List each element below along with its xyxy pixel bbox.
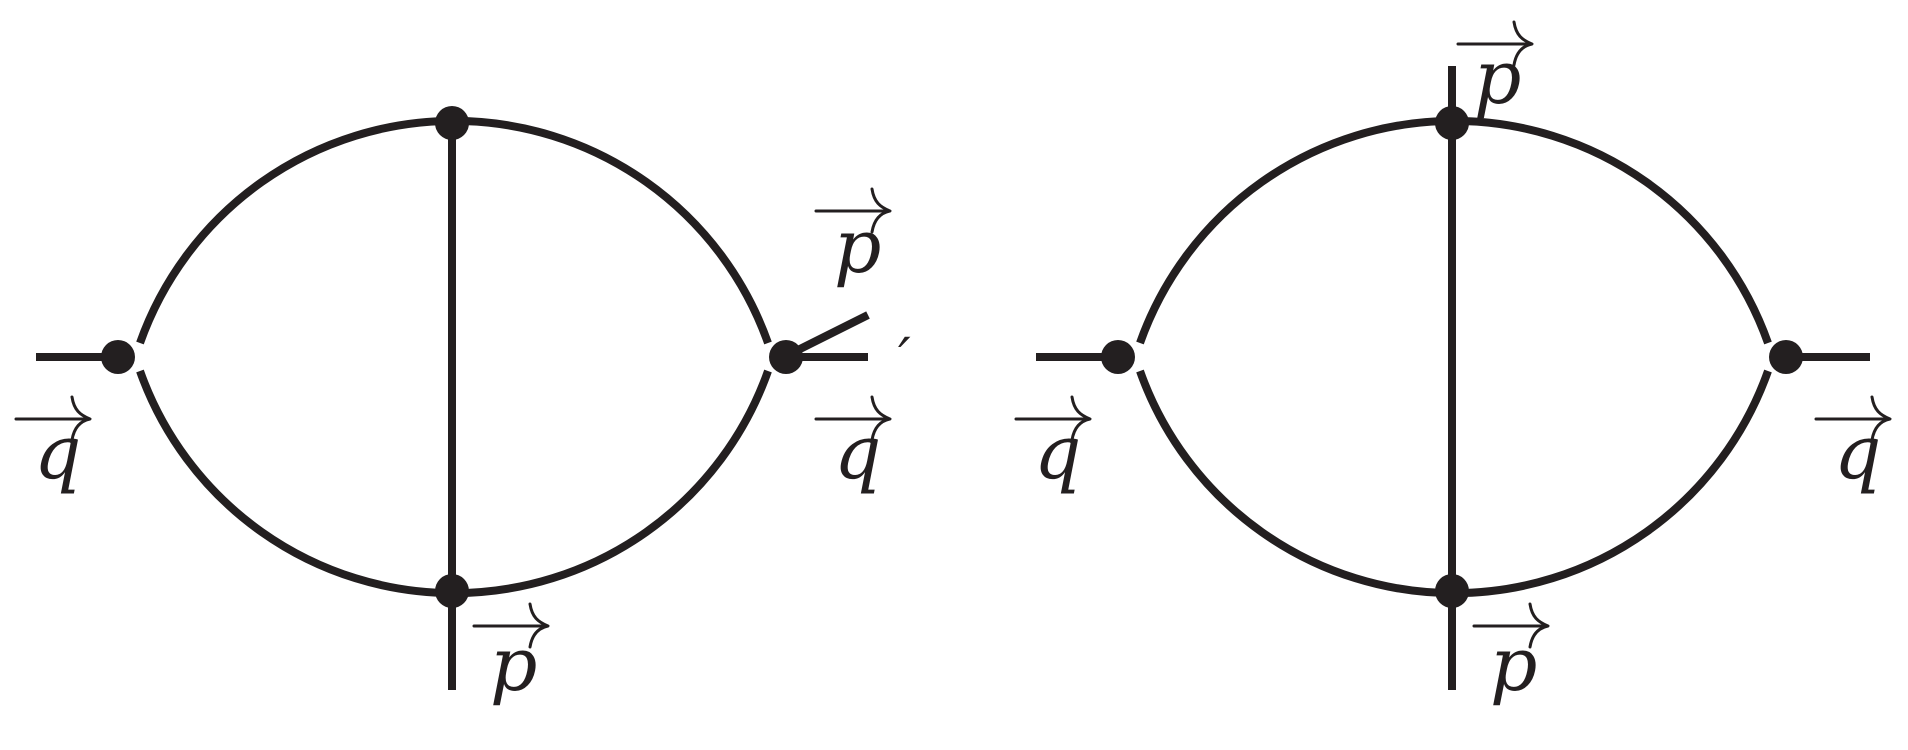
left-vertex-top	[435, 106, 469, 140]
right-label-bottom-p: p	[1472, 602, 1550, 708]
left-label-bottom-p: p	[472, 602, 550, 708]
left-vertex-in	[101, 340, 135, 374]
right-vertex-in	[1101, 340, 1135, 374]
arrow-icon	[814, 187, 892, 234]
momentum-label: p	[490, 622, 537, 708]
arrow-icon	[1472, 602, 1550, 649]
right-vertex-out	[1769, 340, 1803, 374]
right-label-in-q: q	[1014, 395, 1092, 496]
right-label-out-q: q	[1814, 395, 1892, 496]
left-label-out-p: p	[814, 187, 892, 290]
arrow-icon	[472, 602, 550, 649]
momentum-label: p	[1490, 622, 1537, 708]
momentum-label: q	[34, 410, 81, 496]
arrow-icon	[814, 395, 892, 442]
arrow-icon	[14, 395, 92, 442]
momentum-label: p	[1474, 35, 1521, 121]
arrow-icon	[1456, 20, 1534, 67]
arrow-icon	[1014, 395, 1092, 442]
right-vertex-bottom	[1435, 574, 1469, 608]
momentum-label: q	[1834, 410, 1881, 496]
left-label-out-q: q	[814, 395, 892, 496]
momentum-label: p	[834, 204, 881, 290]
arrow-icon	[1814, 395, 1892, 442]
left-slanted-leg	[786, 311, 870, 359]
left-label-in-q: q	[14, 395, 92, 496]
left-vertex-bottom	[435, 574, 469, 608]
prime-mark: ′	[898, 327, 911, 392]
momentum-label: q	[1034, 410, 1081, 496]
right-vertex-top	[1435, 106, 1469, 140]
right-label-top-p: p	[1456, 20, 1534, 121]
left-vertex-out	[769, 340, 803, 374]
left-diagram: q p ′ q p	[14, 106, 911, 708]
momentum-label: q	[834, 410, 881, 496]
right-diagram: q p q p	[1014, 20, 1892, 708]
